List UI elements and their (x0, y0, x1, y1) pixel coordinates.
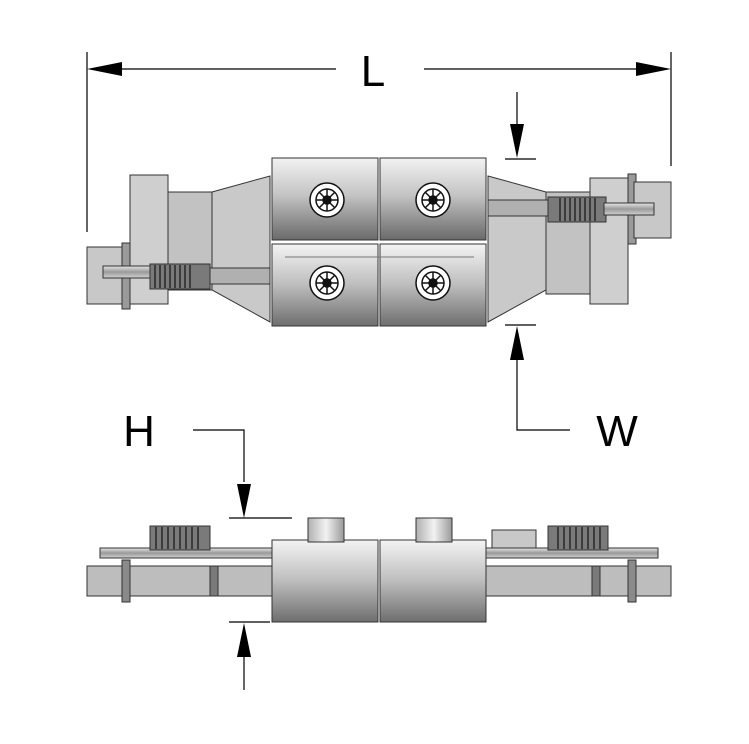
right-side-band (591, 565, 601, 597)
right-silencer-fins (559, 198, 596, 221)
dimension-width (505, 92, 570, 431)
side-view (86, 517, 672, 623)
right-side-box (491, 529, 537, 549)
height-leader-top (193, 429, 245, 482)
right-base-rail (485, 565, 672, 597)
width-arrow-bottom (510, 326, 524, 360)
right-side-silencer-fins (557, 527, 601, 549)
left-transition (211, 175, 271, 323)
fan-icon (415, 182, 451, 218)
dimension-height (193, 429, 292, 690)
left-side-silencer-fins (155, 527, 199, 549)
fan-icon (415, 265, 451, 301)
top-view (86, 157, 672, 327)
right-side-silencer (547, 525, 609, 551)
side-cylinder-right (415, 517, 453, 543)
side-cylinder-left (307, 517, 345, 543)
left-rail (209, 267, 271, 285)
length-arrow-left (87, 62, 122, 76)
height-label: H (123, 407, 155, 456)
fan-icon (309, 182, 345, 218)
right-transition (487, 175, 547, 323)
length-label: L (361, 47, 385, 96)
right-silencer (547, 196, 607, 223)
left-silencer-fins (154, 265, 191, 288)
width-arrow-top (510, 124, 524, 158)
height-arrow-top (237, 484, 251, 518)
right-rail (487, 199, 549, 217)
fan-icon (309, 265, 345, 301)
length-arrow-right (636, 62, 671, 76)
left-side-band (209, 565, 219, 597)
side-drum-right (379, 539, 487, 623)
width-label: W (596, 407, 638, 456)
right-pipe (603, 202, 655, 216)
right-side-flange (627, 559, 637, 603)
height-arrow-bottom (237, 623, 251, 657)
dimension-length (86, 52, 672, 232)
left-base-rail (86, 565, 273, 597)
width-leader-bottom (516, 360, 570, 431)
left-side-flange (121, 559, 131, 603)
side-drum-left (271, 539, 379, 623)
